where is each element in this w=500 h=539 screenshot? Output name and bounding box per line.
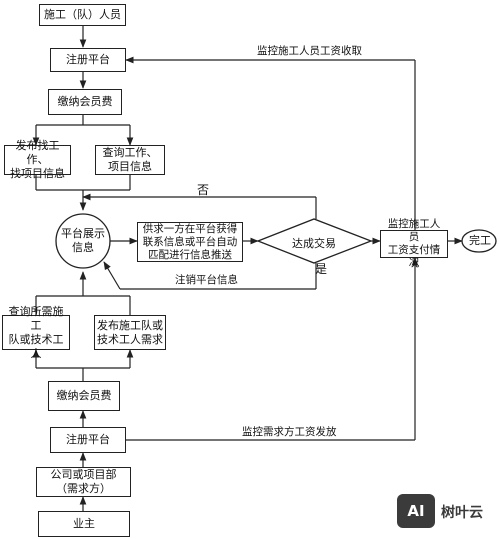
yes-label: 是 [315, 262, 328, 276]
company-node: 公司或项目部 （需求方） [36, 467, 131, 497]
complete-label: 完工 [469, 234, 491, 247]
watermark-text: 树叶云 [441, 505, 483, 521]
watermark-logo: AI 树叶云 [397, 493, 497, 533]
pay-fee-bottom-node: 缴纳会员费 [48, 381, 120, 411]
platform-display-label: 平台展示 信息 [61, 227, 105, 254]
monitor-collection-label: 监控施工人员工资收取 [257, 45, 362, 57]
post-demand-node: 发布施工队或 技术工人需求 [94, 315, 166, 350]
register-platform-top-node: 注册平台 [50, 48, 126, 72]
cancel-info-label: 注销平台信息 [175, 274, 238, 286]
platform-display-circle [55, 213, 111, 269]
deal-decision-diamond [256, 218, 373, 264]
pay-fee-top-node: 缴纳会员费 [48, 89, 122, 115]
supply-demand-node: 供求一方在平台获得 联系信息或平台自动 匹配进行信息推送 [137, 222, 243, 262]
no-label: 否 [197, 183, 210, 197]
register-platform-bottom-node: 注册平台 [50, 427, 126, 453]
complete-terminal [461, 229, 497, 253]
monitor-issuance-label: 监控需求方工资发放 [242, 426, 337, 438]
monitor-payment-node: 监控施工人员 工资支付情况 [380, 218, 448, 269]
query-teams-node: 查询所需施工 队或技术工人 [2, 305, 70, 360]
construction-team-node: 施工（队）人员 [39, 4, 126, 26]
deal-label: 达成交易 [292, 237, 336, 250]
query-jobs-node: 查询工作、 项目信息 [95, 145, 165, 175]
owner-node: 业主 [38, 511, 130, 537]
post-job-node: 发布找工作、 找项目信息 [4, 139, 71, 180]
watermark-badge: AI [397, 494, 435, 528]
